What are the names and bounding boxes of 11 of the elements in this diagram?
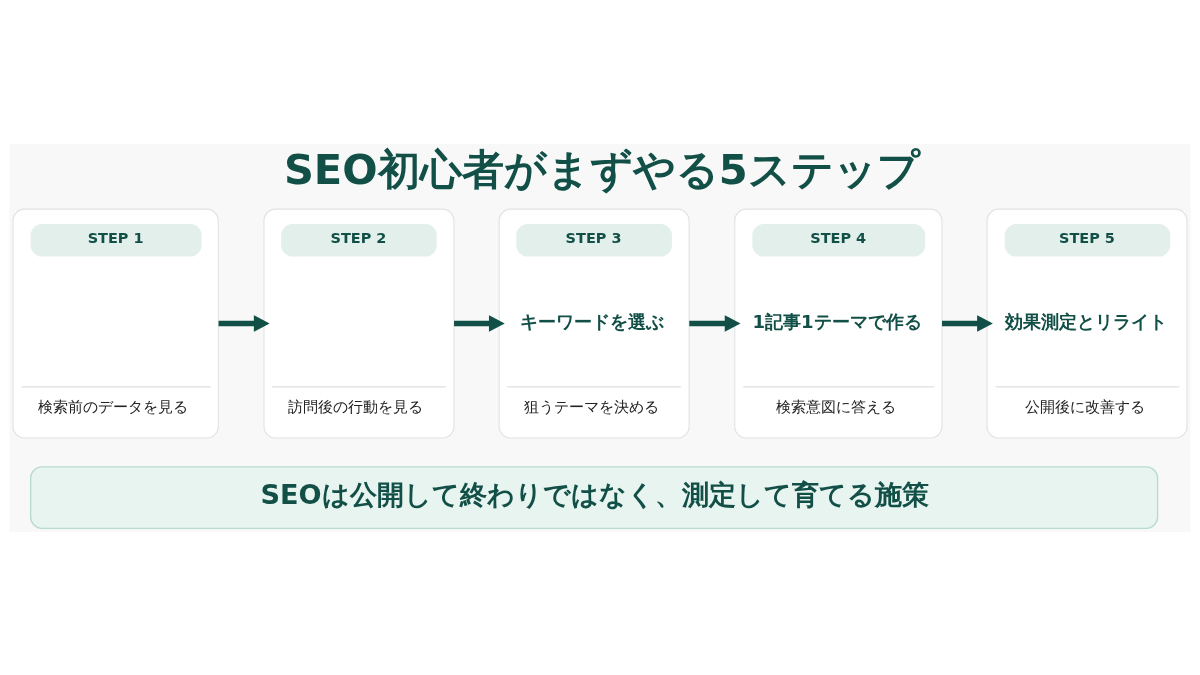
node-box: STEP 1 検索前のデータを見る [12,208,219,438]
arrow [218,314,270,332]
node-box: SEOは公開して終わりではなく、測定して育てる施策 [30,465,1159,529]
node-box: STEP 4 1記事1テーマで作る 検索意図に答える [734,208,943,438]
diagram-title: SEO初心者がまずやる5ステップ [283,144,920,194]
node-box: STEP 3 キーワードを選ぶ 狙うテーマを決める [498,208,690,438]
arrow [454,314,505,332]
arrow [942,314,993,332]
node-box: STEP 2 訪問後の行動を見る [263,208,455,438]
arrow [689,314,741,332]
node-box: STEP 5 効果測定とリライト 公開後に改善する [986,208,1188,438]
